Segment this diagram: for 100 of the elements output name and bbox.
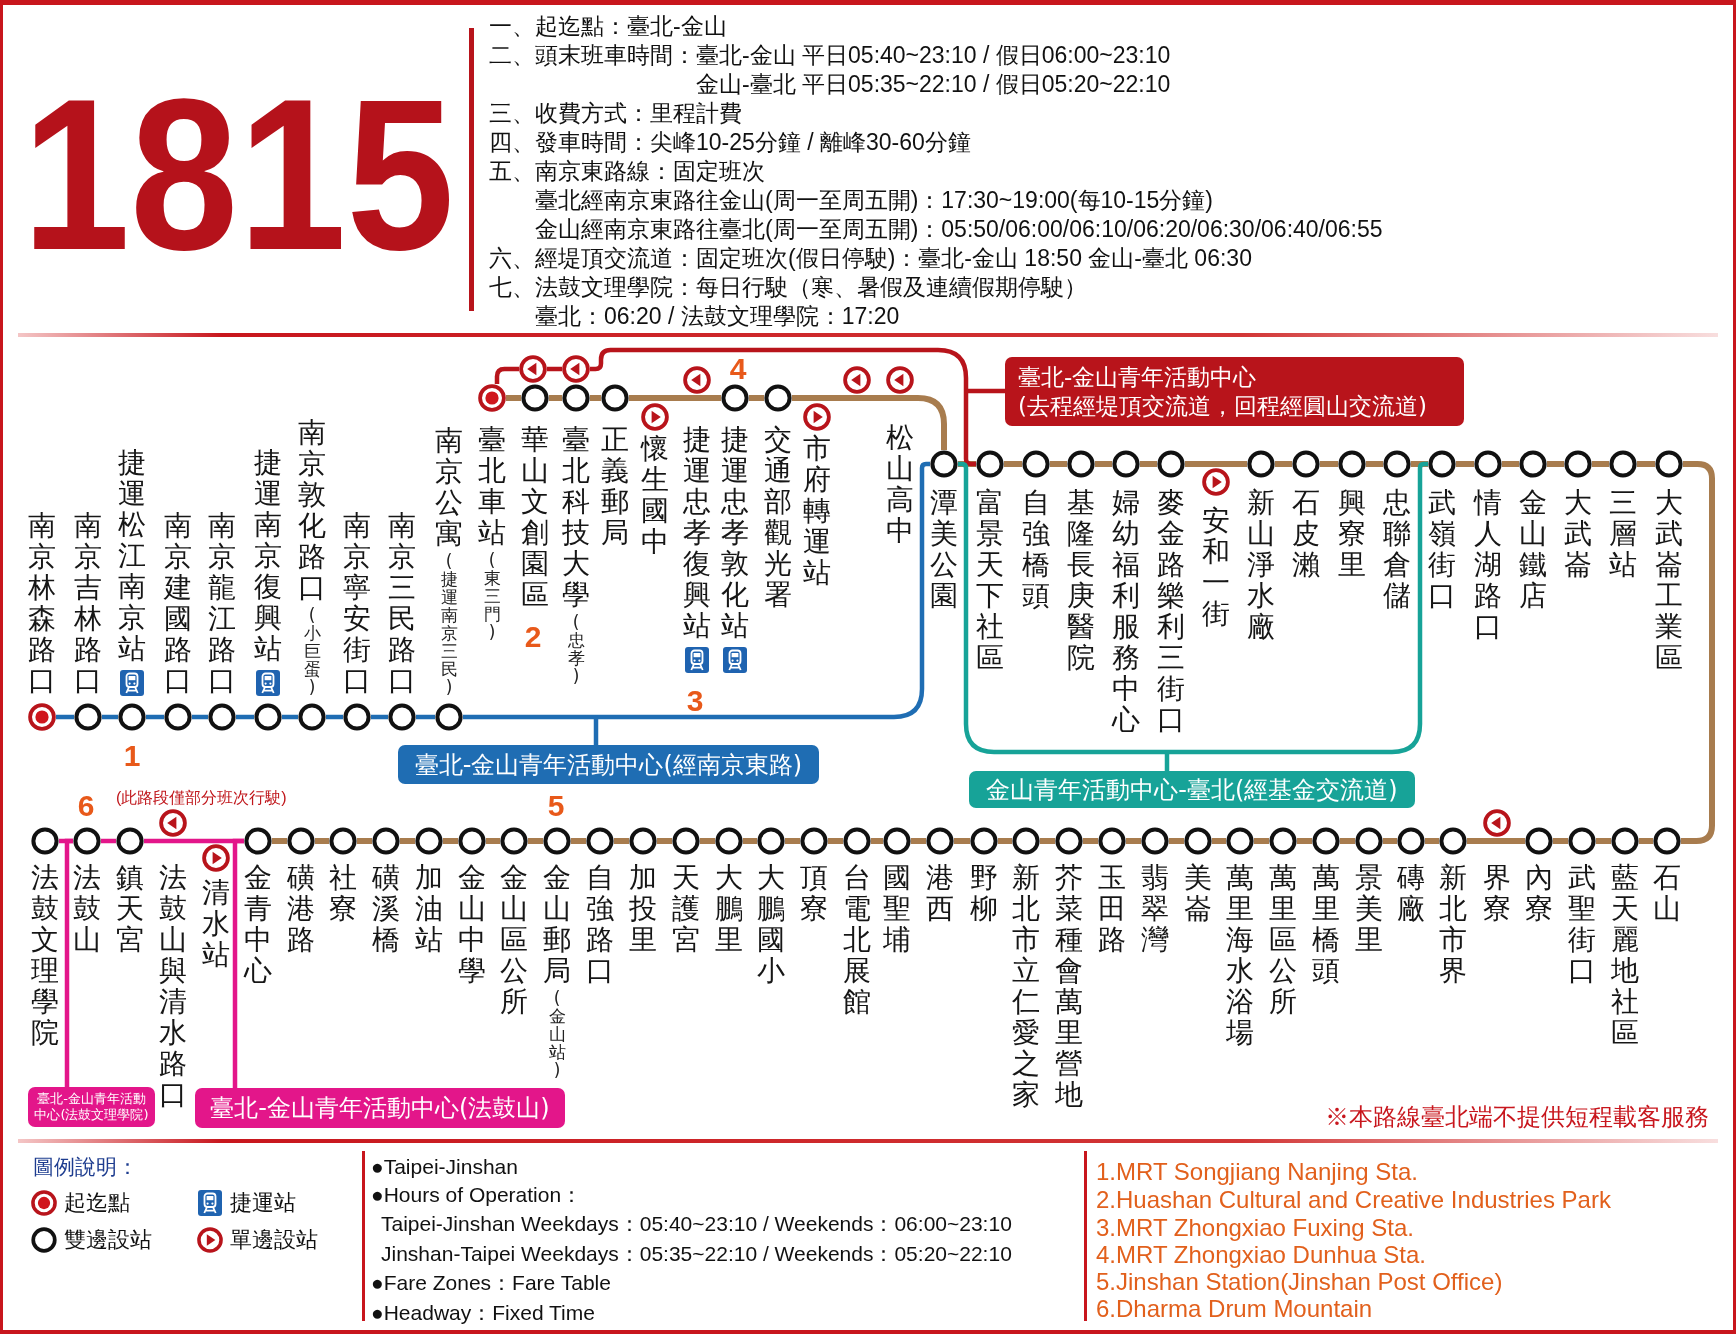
stop-name: 萬里海水浴場 xyxy=(1226,862,1254,1048)
info-text: ●Fare Zones：Fare Table xyxy=(371,1270,611,1296)
stop-name: 臺北科技大學 xyxy=(562,424,590,610)
stop-name: 港西 xyxy=(926,862,954,924)
info-text: 二、頭末班車時間：臺北-金山 平日05:40~23:10 / 假日06:00~23:10 xyxy=(489,41,1171,70)
route-line xyxy=(1596,838,1611,844)
note-text: (此路段僅部分班次行駛) xyxy=(116,788,287,808)
stop-note: (小巨蛋) xyxy=(303,606,321,696)
title: 1815 xyxy=(22,94,455,254)
stop-name: 交通部觀光署 xyxy=(764,424,792,610)
leader-line xyxy=(232,838,244,1088)
route-line xyxy=(571,838,586,844)
stop-name: 南京建國路口 xyxy=(164,510,192,696)
stop-name: 富景天下社區 xyxy=(976,487,1004,673)
route-name: 臺北-金山青年活動中心(法鼓山) xyxy=(210,1093,550,1123)
stop-name: 武嶺街口 xyxy=(1428,487,1456,611)
route-line xyxy=(911,838,926,844)
stop-name: 麥金路樂利三街口 xyxy=(1157,487,1185,735)
route-line xyxy=(463,461,931,720)
route-line xyxy=(785,838,800,844)
route-line xyxy=(1547,461,1564,467)
route-line xyxy=(1320,461,1338,467)
route-line xyxy=(443,838,458,844)
route-line xyxy=(998,838,1012,844)
stop-name: 捷運忠孝復興站 xyxy=(683,424,711,641)
info-text: 4.MRT Zhongxiao Dunhua Sta. xyxy=(1096,1241,1426,1270)
route-line xyxy=(1502,461,1519,467)
stop-name: 加油站 xyxy=(415,862,443,955)
stop-name: 加投里 xyxy=(629,862,657,955)
callout-number: 3 xyxy=(686,686,704,716)
stop-name: 法鼓文理學院 xyxy=(31,862,59,1048)
stop-name: 野柳 xyxy=(970,862,998,924)
route-line xyxy=(700,838,715,844)
info-text: 臺北經南京東路往金山(周一至周五開)：17:30~19:00(每10-15分鐘) xyxy=(535,186,1213,215)
info-text: ●Hours of Operation： xyxy=(371,1182,583,1208)
stop-name: 大武崙工業區 xyxy=(1655,487,1683,673)
stop-name: 內寮 xyxy=(1525,862,1553,924)
stop-name: 界寮 xyxy=(1483,862,1511,924)
stop-name: 金山區公所 xyxy=(500,862,528,1017)
info-text: 七、法鼓文理學院：每日行駛（寒、暑假及連續假期停駛） xyxy=(489,273,1087,302)
stop-name: 萬里橋頭 xyxy=(1312,862,1340,986)
stop-name: 情人湖路口 xyxy=(1474,487,1502,642)
route-name: 臺北-金山青年活動中心(經南京東路) xyxy=(414,749,803,780)
callout-number: 6 xyxy=(77,791,95,821)
info-text: 一、起迄點：臺北-金山 xyxy=(489,12,727,41)
stop-name: 石山 xyxy=(1653,862,1681,924)
info-text: Jinshan-Taipei Weekdays：05:35~22:10 / Weekends：05:20~22:10 xyxy=(381,1241,1012,1267)
stop-name: 台電北展館 xyxy=(843,862,871,1017)
legend-label: 雙邊設站 xyxy=(64,1226,152,1254)
route-line xyxy=(1140,461,1157,467)
leader-line xyxy=(593,719,599,745)
info-text: 5.Jinshan Station(Jinshan Post Office) xyxy=(1096,1268,1503,1297)
stop-name: 大武崙 xyxy=(1564,487,1592,580)
stop-name: 天護宮 xyxy=(672,862,700,955)
route-line xyxy=(743,838,757,844)
stop-name: 大鵬里 xyxy=(715,862,743,955)
route-line xyxy=(954,838,970,844)
route-line xyxy=(1254,838,1269,844)
route-box xyxy=(398,745,819,784)
stop-name: 捷運松江南京站 xyxy=(118,447,146,664)
route-line xyxy=(315,838,329,844)
stop-name: 南京公寓 xyxy=(435,425,463,549)
stop-name: 忠聯倉儲 xyxy=(1383,487,1411,611)
route-box xyxy=(1005,357,1464,426)
route-line xyxy=(1169,838,1184,844)
stop-name: 婦幼福利服務中心 xyxy=(1112,487,1140,735)
route-line xyxy=(1050,461,1067,467)
info-text: 3.MRT Zhongxiao Fuxing Sta. xyxy=(1096,1213,1414,1243)
route-line xyxy=(1553,838,1568,844)
route-line xyxy=(1340,838,1355,844)
stop-name: 金山郵局 xyxy=(543,862,571,986)
route-box xyxy=(195,1088,565,1128)
info-text: 臺北：06:20 / 法鼓文理學院：17:20 xyxy=(535,302,900,331)
route-line xyxy=(956,461,1430,755)
stop-name: 南京寧安街口 xyxy=(343,510,371,696)
legend-label: 單邊設站 xyxy=(230,1226,318,1254)
stop-name: 基隆長庚醫院 xyxy=(1067,487,1095,673)
stop-name: 臺北車站 xyxy=(478,424,506,548)
route-line xyxy=(871,838,883,844)
route-line xyxy=(1366,461,1383,467)
stop-name: 金山鐵店 xyxy=(1519,487,1547,611)
stop-name: 潭美公園 xyxy=(930,487,958,611)
leader-line xyxy=(968,388,1005,394)
stop-name: 金山中學 xyxy=(458,862,486,986)
legend-title: 圖例說明： xyxy=(33,1154,138,1180)
stop-name: 翡翠灣 xyxy=(1141,862,1169,955)
info-text: 四、發車時間：尖峰10-25分鐘 / 離峰30-60分鐘 xyxy=(489,128,971,157)
stop-name: 松山高中 xyxy=(886,422,914,546)
route-line xyxy=(506,395,521,401)
stop-name: 捷運南京復興站 xyxy=(254,447,282,664)
stop-name: 芥菜種會萬里營地 xyxy=(1055,862,1083,1110)
route-line xyxy=(590,347,976,467)
route-line xyxy=(400,838,415,844)
stop-name: 磺溪橋 xyxy=(372,862,400,955)
route-line xyxy=(1637,461,1655,467)
stop-name: 大鵬國小 xyxy=(757,862,785,986)
route-name: 臺北-金山青年活動中心 xyxy=(1018,362,1257,392)
route-line xyxy=(1040,838,1055,844)
route-line xyxy=(1004,461,1022,467)
stop-name: 武聖街口 xyxy=(1568,862,1596,986)
